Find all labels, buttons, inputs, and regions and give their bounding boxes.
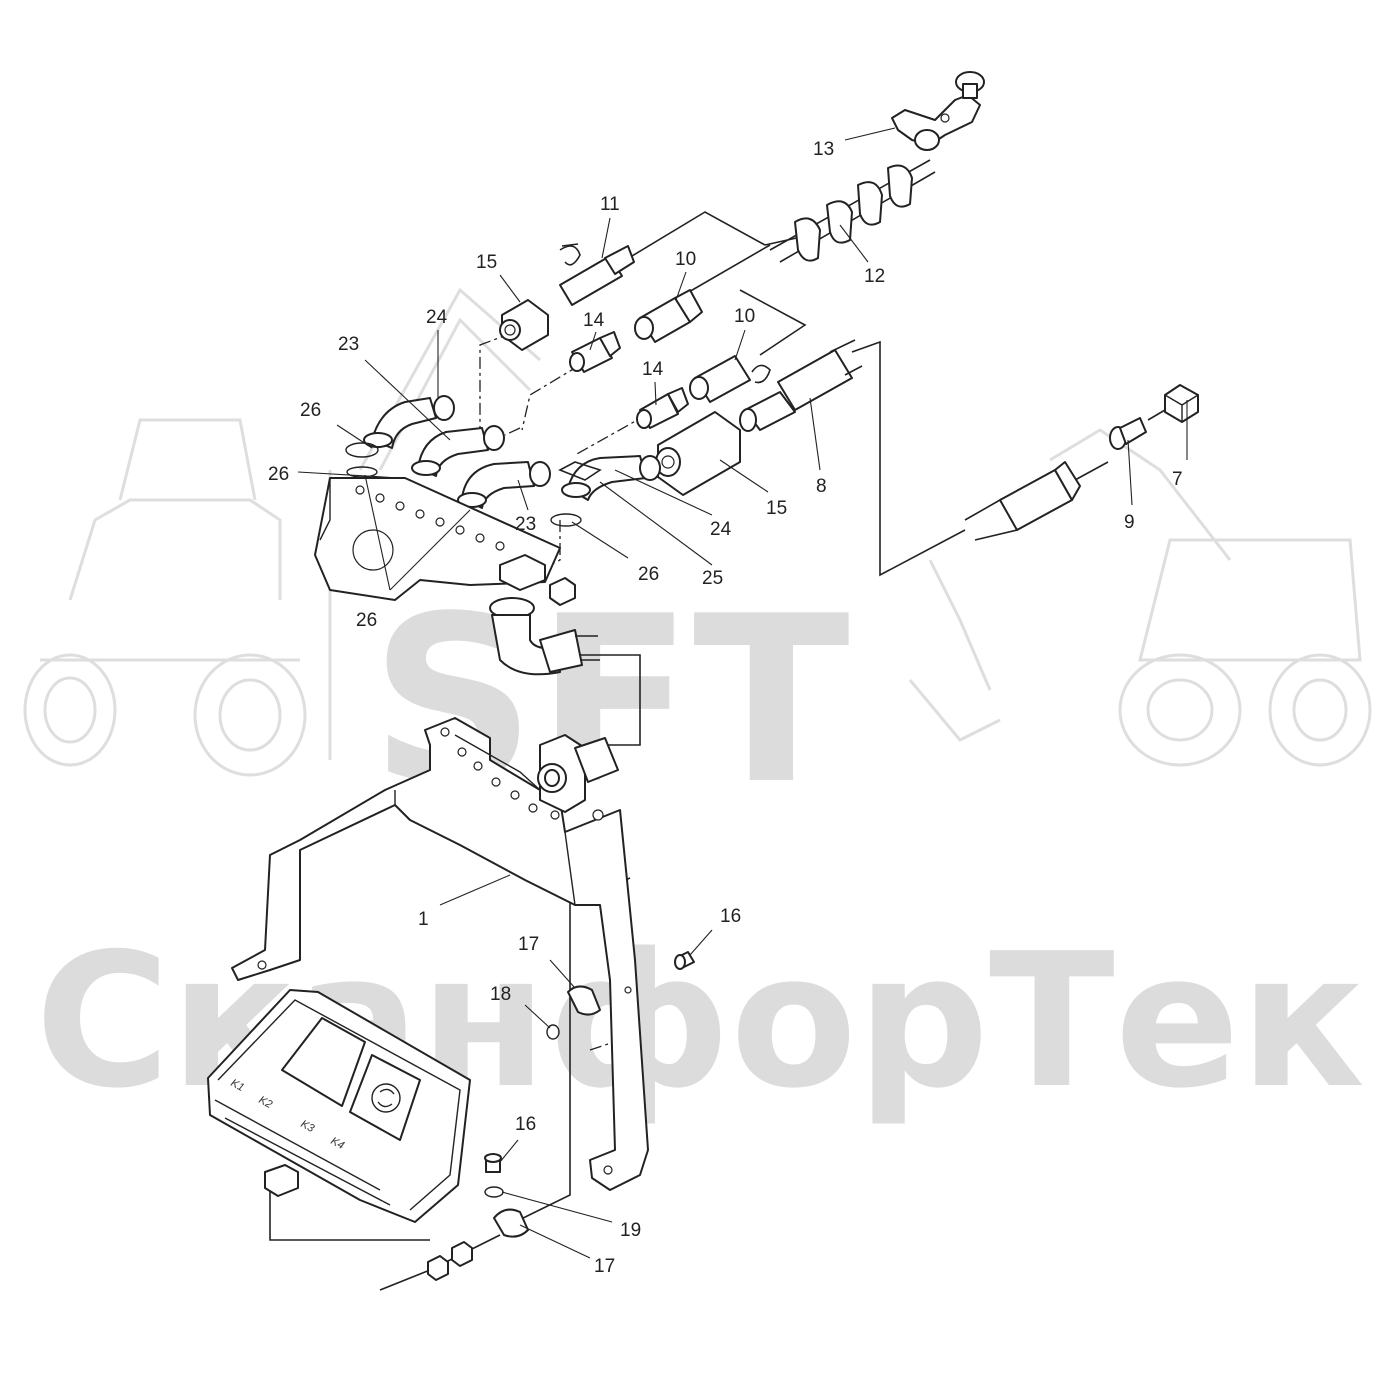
hose-8 [739,339,863,432]
callout-11: 11 [600,194,620,215]
ball-joint-13 [891,71,985,151]
display-panel: K1 K2 K3 K4 [207,989,471,1223]
seal-26-a [345,442,379,458]
callout-25: 25 [702,568,723,589]
callout-15-lower: 15 [766,498,787,519]
callout-9: 9 [1124,512,1135,533]
elbow-cluster [345,395,661,527]
callout-10-upper: 10 [675,249,696,270]
watermark-excavator-right-icon [908,428,1372,767]
callout-13: 13 [813,139,834,160]
upper-parts [499,71,1199,541]
fitting-14-lower [636,387,689,429]
callout-16-upper: 16 [720,906,741,927]
fitting-14-upper [569,331,621,373]
panel-key-k3: K3 [299,1118,317,1135]
callout-19: 19 [620,1220,641,1241]
callout-7: 7 [1172,469,1183,490]
mounting-bracket-1 [231,717,649,1191]
hardware-small [484,951,695,1238]
hose-clamp-top [537,734,619,813]
callout-18: 18 [490,984,511,1005]
leader-lines [297,127,1188,1259]
callout-12: 12 [864,266,885,287]
spiral-wrap-12 [769,159,936,263]
fitting-9 [1109,417,1147,450]
callout-labels: 13 11 10 12 15 24 14 10 23 14 26 7 26 8 … [268,139,1183,1277]
cap-7 [1164,384,1199,423]
callout-24-lower: 24 [710,519,732,540]
callout-26-a: 26 [300,400,321,421]
callout-10-lower: 10 [734,306,755,327]
panel-key-k4: K4 [329,1135,347,1152]
callout-1: 1 [418,909,429,930]
callout-23-upper: 23 [338,334,359,355]
callout-24-upper: 24 [426,307,448,328]
panel-key-k2: K2 [257,1094,275,1111]
pin-11 [559,243,635,306]
fitting-10-lower [689,355,751,403]
callout-8: 8 [816,476,827,497]
callout-26-d: 26 [356,610,377,631]
callout-14-lower: 14 [642,359,664,380]
callout-16-lower: 16 [515,1114,536,1135]
callout-23-lower: 23 [515,514,536,535]
clip-8 [751,364,771,384]
manifold-block [314,477,576,606]
panel-key-k1: K1 [229,1077,247,1094]
callout-14-upper: 14 [583,310,605,331]
coupler-15-lower [655,411,741,496]
hose-9 [964,461,1081,541]
callout-17-lower: 17 [594,1256,615,1277]
fitting-10-upper [634,289,703,343]
callout-15-upper: 15 [476,252,497,273]
watermark: SFT СканфорТек [23,287,1372,1129]
connectors-bottom [264,1164,473,1281]
coupler-15-upper [499,299,549,351]
callout-26-c: 26 [638,564,659,585]
callout-17-upper: 17 [518,934,539,955]
callout-26-b: 26 [268,464,289,485]
elbow-lower [489,597,600,676]
